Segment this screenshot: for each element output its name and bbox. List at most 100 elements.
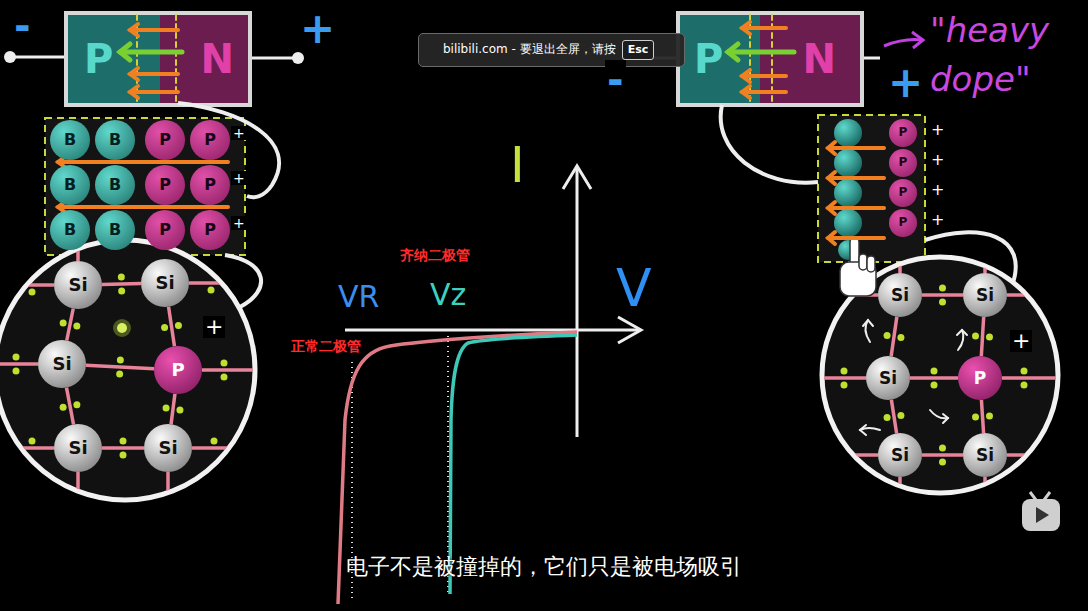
bond-line (171, 394, 175, 424)
bond-stub (1007, 293, 1077, 297)
atom-circle: B (95, 120, 135, 160)
atom-circle: Si (963, 433, 1007, 477)
label-text: + (203, 316, 225, 338)
atom-circle: P (889, 209, 917, 237)
doped-region: P (680, 15, 760, 103)
bond-stub (76, 472, 80, 542)
electron-dot (939, 459, 946, 466)
node-text: B (109, 221, 121, 239)
node-text: B (64, 221, 76, 239)
bond-line (910, 376, 958, 380)
node-text: B (109, 176, 121, 194)
atom-circle: B (50, 165, 90, 205)
node-text: N (803, 37, 836, 81)
node-text: P (899, 156, 908, 169)
node-text: Si (976, 286, 994, 305)
atom-circle: B (50, 120, 90, 160)
electron-dot (73, 401, 80, 408)
bond-line (86, 365, 154, 369)
bond-line (922, 453, 963, 457)
bond-line (66, 388, 73, 425)
bond-stub (0, 362, 38, 366)
bond-stub (983, 477, 987, 547)
label-text: + (929, 122, 946, 138)
electron-dot (13, 368, 20, 375)
doped-region: N (760, 15, 860, 103)
electron-dot (939, 299, 946, 306)
node-text: P (171, 360, 184, 380)
electron-dot (120, 438, 127, 445)
bond-line (67, 309, 73, 341)
atom-circle: P (190, 165, 230, 205)
node-text: P (899, 126, 908, 139)
key-cap: Esc (622, 40, 655, 60)
electron-dot (60, 320, 67, 327)
bond-stubs (0, 191, 1077, 547)
label-text: Vz (428, 280, 468, 310)
atom-circle: Si (878, 433, 922, 477)
atom-circle: P (190, 120, 230, 160)
label-text: + (929, 152, 946, 168)
node-text: P (899, 186, 908, 199)
label-text: + (298, 8, 337, 50)
node-text: P (159, 131, 171, 149)
electron-dot (73, 322, 80, 329)
bond-line (891, 317, 897, 356)
bond-stub (0, 446, 54, 450)
label-text: + (886, 62, 925, 104)
electron-dot (208, 287, 215, 294)
label-text: V (614, 262, 654, 314)
atom-circle: Si (141, 259, 189, 307)
electron-dot (897, 334, 904, 341)
electron-dot (117, 357, 124, 364)
node-text: Si (891, 286, 909, 305)
node-text: P (159, 176, 171, 194)
label-text: + (929, 182, 946, 198)
electron-dot (118, 274, 125, 281)
atom-circle: P (889, 179, 917, 207)
electron-dot (163, 405, 170, 412)
atom-circle: B (95, 210, 135, 250)
atom-circle: P (145, 120, 185, 160)
bilibili-logo (1022, 492, 1060, 531)
electron-dot (931, 382, 938, 389)
electron-dot (884, 414, 891, 421)
electron-dot (897, 412, 904, 419)
hand-cursor (840, 238, 876, 296)
atom-circle: Si (38, 340, 86, 388)
atom-circle: P (889, 119, 917, 147)
node-text: Si (976, 446, 994, 465)
atom-circle: P (190, 210, 230, 250)
node-text: P (84, 37, 113, 81)
bond-line (169, 307, 175, 347)
atom-circle: B (95, 165, 135, 205)
label-text: VR (336, 282, 381, 312)
node-text: Esc (628, 44, 649, 56)
electron-dot (60, 404, 67, 411)
atom-circle: P (889, 149, 917, 177)
bond-stub (0, 283, 54, 287)
electron-dot (116, 370, 123, 377)
atom-circle: P (958, 356, 1002, 400)
node-text: Si (68, 275, 87, 295)
electron-dot (939, 285, 946, 292)
atom-circle: P (145, 210, 185, 250)
node-text: P (204, 221, 216, 239)
bond-stub (898, 477, 902, 547)
atom-circle: Si (54, 424, 102, 472)
atom-circle: Si (878, 273, 922, 317)
right-lattice (818, 115, 925, 262)
leader-curve (721, 105, 818, 183)
left-diode (4, 13, 304, 105)
atom-circle: P (154, 346, 202, 394)
label-text: - (12, 6, 33, 46)
arrow-head (912, 32, 923, 48)
bond-line (981, 317, 983, 356)
iv-graph (338, 166, 641, 604)
node-text: B (64, 131, 76, 149)
electron-dot (1021, 382, 1028, 389)
lattice-box (45, 118, 245, 255)
electron-dot (972, 333, 979, 340)
node-text: N (201, 37, 234, 81)
bond-line (102, 446, 144, 450)
